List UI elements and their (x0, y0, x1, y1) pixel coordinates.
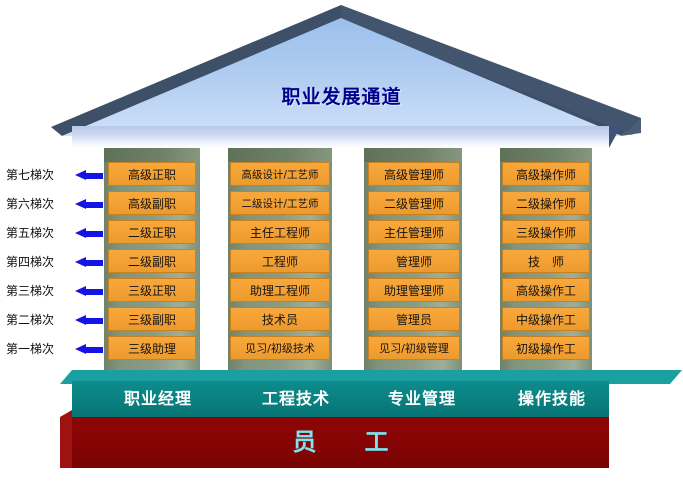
arrow-head (75, 344, 86, 354)
tier-row: 第一梯次 (0, 337, 105, 361)
arrow-shaft (86, 173, 103, 179)
tier-row: 第七梯次 (0, 163, 105, 187)
roof-edge-right (341, 5, 641, 135)
level-box[interactable]: 三级正职 (108, 278, 196, 302)
base-label: 员 工 (292, 428, 401, 456)
roof-shape (51, 5, 641, 136)
level-box[interactable]: 主任工程师 (230, 220, 330, 244)
tier-row: 第二梯次 (0, 308, 105, 332)
tier-row: 第三梯次 (0, 279, 105, 303)
level-box[interactable]: 助理工程师 (230, 278, 330, 302)
tier-row: 第五梯次 (0, 221, 105, 245)
roof-title: 职业发展通道 (281, 86, 402, 108)
tier-label: 第六梯次 (6, 197, 55, 211)
level-box[interactable]: 高级设计/工艺师 (230, 162, 330, 186)
tier-row: 第六梯次 (0, 192, 105, 216)
arrow-head (75, 228, 86, 238)
level-box[interactable]: 高级副职 (108, 191, 196, 215)
level-box[interactable]: 技 师 (502, 249, 590, 273)
tier-label: 第五梯次 (6, 226, 55, 240)
tier-label: 第七梯次 (6, 168, 55, 182)
tier-label: 第四梯次 (6, 255, 55, 269)
left-arrow-icon (75, 286, 103, 297)
level-box[interactable]: 助理管理师 (368, 278, 460, 302)
arrow-shaft (86, 231, 103, 237)
pillar-cap (364, 148, 462, 162)
level-box[interactable]: 主任管理师 (368, 220, 460, 244)
arrow-shaft (86, 260, 103, 266)
level-box[interactable]: 管理师 (368, 249, 460, 273)
level-box[interactable]: 技术员 (230, 307, 330, 331)
tier-label: 第三梯次 (6, 284, 55, 298)
platform-label-4[interactable]: 操作技能 (517, 389, 586, 408)
level-box[interactable]: 高级正职 (108, 162, 196, 186)
tier-label: 第一梯次 (6, 342, 55, 356)
arrow-shaft (86, 289, 103, 295)
pillar-cap (104, 148, 200, 162)
architrave-right-bevel (609, 126, 621, 148)
level-box[interactable]: 二级设计/工艺师 (230, 191, 330, 215)
level-box[interactable]: 高级管理师 (368, 162, 460, 186)
base-left-bevel (60, 410, 72, 468)
platform-label-group: 职业经理 工程技术 专业管理 操作技能 (72, 381, 609, 417)
level-box[interactable]: 三级副职 (108, 307, 196, 331)
pillar-cap (500, 148, 592, 162)
level-box[interactable]: 高级操作工 (502, 278, 590, 302)
left-arrow-icon (75, 199, 103, 210)
arrow-head (75, 199, 86, 209)
platform-label-3[interactable]: 专业管理 (387, 389, 456, 408)
left-arrow-icon (75, 344, 103, 355)
platform-band (72, 381, 609, 417)
left-arrow-icon (75, 228, 103, 239)
platform-label-1[interactable]: 职业经理 (123, 389, 192, 408)
level-box[interactable]: 三级操作师 (502, 220, 590, 244)
arrow-head (75, 286, 86, 296)
tier-label: 第二梯次 (6, 313, 55, 327)
tier-row: 第四梯次 (0, 250, 105, 274)
left-arrow-icon (75, 170, 103, 181)
level-box[interactable]: 二级正职 (108, 220, 196, 244)
level-box[interactable]: 工程师 (230, 249, 330, 273)
level-box[interactable]: 二级副职 (108, 249, 196, 273)
level-box[interactable]: 二级管理师 (368, 191, 460, 215)
arrow-shaft (86, 318, 103, 324)
arrow-shaft (86, 347, 103, 353)
arrow-shaft (86, 202, 103, 208)
roof: 职业发展通道 (0, 0, 683, 140)
tier-label-group: 第七梯次第六梯次第五梯次第四梯次第三梯次第二梯次第一梯次 (0, 148, 105, 370)
arrow-head (75, 315, 86, 325)
level-box[interactable]: 管理员 (368, 307, 460, 331)
level-box[interactable]: 初级操作工 (502, 336, 590, 360)
left-arrow-icon (75, 257, 103, 268)
base-block (72, 417, 609, 468)
platform-label-2[interactable]: 工程技术 (261, 389, 330, 408)
architrave-band (72, 126, 609, 148)
level-box[interactable]: 中级操作工 (502, 307, 590, 331)
platform-top-bevel (60, 370, 682, 384)
level-box[interactable]: 三级助理 (108, 336, 196, 360)
pillar-cap (228, 148, 332, 162)
level-box-group: 高级正职高级副职二级正职二级副职三级正职三级副职三级助理 高级设计/工艺师二级设计… (0, 148, 683, 370)
left-arrow-icon (75, 315, 103, 326)
level-box[interactable]: 见习/初级技术 (230, 336, 330, 360)
level-box[interactable]: 二级操作师 (502, 191, 590, 215)
arrow-head (75, 170, 86, 180)
roof-corner-right (621, 118, 641, 136)
level-box[interactable]: 见习/初级管理 (368, 336, 460, 360)
arrow-head (75, 257, 86, 267)
roof-face (62, 18, 622, 136)
level-box[interactable]: 高级操作师 (502, 162, 590, 186)
